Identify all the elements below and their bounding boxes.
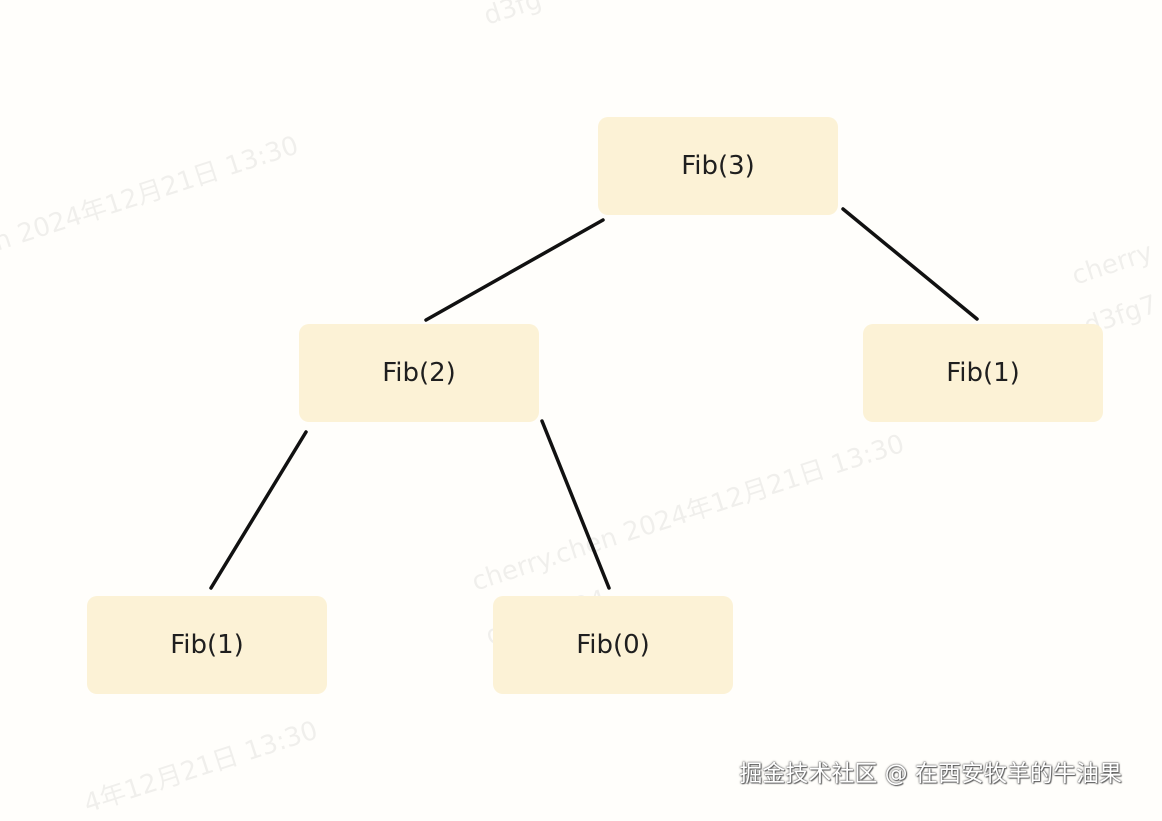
node-left: Fib(2) bbox=[299, 324, 539, 422]
node-root: Fib(3) bbox=[598, 117, 838, 215]
footer-attribution: 掘金技术社区 @ 在西安牧羊的牛油果 bbox=[739, 761, 1122, 787]
node-label: Fib(1) bbox=[170, 630, 244, 660]
node-label: Fib(3) bbox=[681, 151, 755, 181]
node-left-left: Fib(1) bbox=[87, 596, 327, 694]
edge-left-leftleaf bbox=[209, 430, 308, 590]
node-label: Fib(0) bbox=[576, 630, 650, 660]
edge-left-rightleaf bbox=[540, 419, 611, 590]
node-label: Fib(2) bbox=[382, 358, 456, 388]
edge-root-left bbox=[424, 218, 605, 322]
tree-edges bbox=[209, 207, 979, 590]
node-right: Fib(1) bbox=[863, 324, 1103, 422]
node-left-right: Fib(0) bbox=[493, 596, 733, 694]
node-label: Fib(1) bbox=[946, 358, 1020, 388]
edge-root-right bbox=[841, 207, 979, 321]
